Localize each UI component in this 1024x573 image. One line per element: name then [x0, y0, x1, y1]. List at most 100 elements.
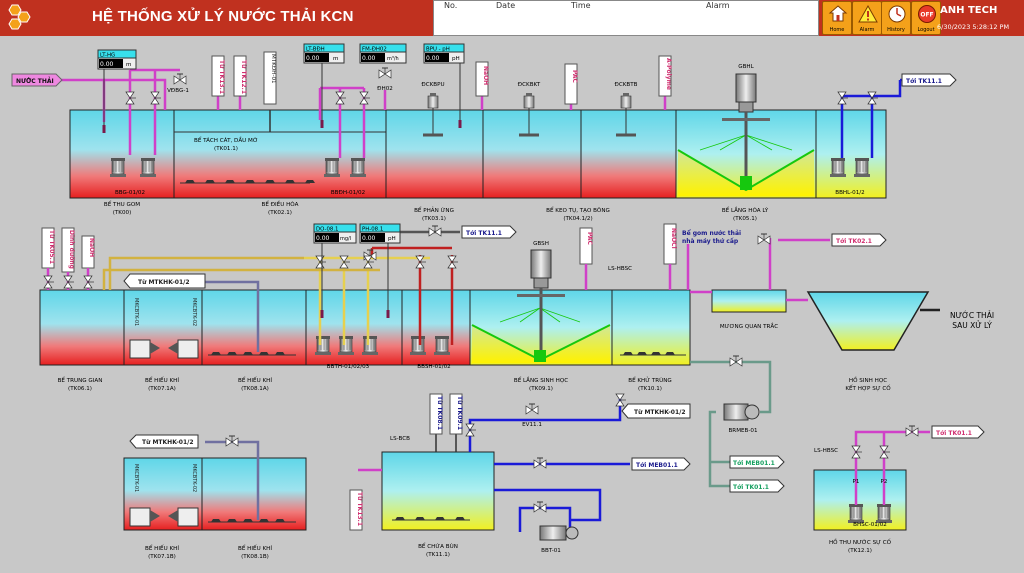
svg-text:BHSC-01/02: BHSC-01/02 — [853, 522, 887, 528]
link-to-meb01-1b[interactable]: Tới MEB01.1 — [729, 455, 785, 469]
svg-text:BRMEB-01: BRMEB-01 — [728, 428, 757, 434]
label-tk03-name: BỂ PHẢN ỨNG — [414, 206, 454, 214]
svg-text:LT-HG: LT-HG — [100, 53, 115, 59]
home-icon — [828, 5, 848, 22]
tag-mtkdh[interactable]: MTKĐH-01 — [263, 51, 277, 105]
svg-text:Từ MTKHK-01/2: Từ MTKHK-01/2 — [634, 409, 686, 416]
chem-tag-polyme[interactable]: A-Polyme — [658, 55, 672, 97]
valve-dh02 — [378, 67, 392, 79]
company-logo — [8, 4, 31, 30]
pond-ho-sinh-hoc[interactable] — [806, 291, 930, 351]
tank-muong-quan-trac[interactable] — [711, 289, 787, 313]
svg-text:Tới TK11.1: Tới TK11.1 — [906, 78, 942, 85]
tank-tk08-1b[interactable] — [201, 457, 307, 531]
tank-tk04-2[interactable] — [580, 109, 677, 199]
chem-tag-tk08-in[interactable]: Từ TK08.1 — [429, 393, 443, 435]
svg-text:Từ MTKHK-01/2: Từ MTKHK-01/2 — [138, 279, 190, 286]
svg-text:SAU XỬ LÝ: SAU XỬ LÝ — [952, 321, 992, 330]
blower-brmeb-01[interactable] — [723, 403, 760, 421]
chem-tag-naoh-1[interactable]: NaOH — [475, 61, 489, 97]
svg-text:Từ TK05.1: Từ TK05.1 — [48, 230, 55, 264]
svg-text:P1: P1 — [853, 479, 860, 485]
svg-text:(TK05.1): (TK05.1) — [733, 216, 757, 222]
link-to-tk02-1[interactable]: Tới TK02.1 — [831, 233, 887, 247]
tank-tk06-1[interactable] — [39, 289, 125, 366]
tank-tk03-1[interactable] — [385, 109, 484, 199]
tank-tk10-1[interactable] — [611, 289, 691, 366]
chem-tag-pac-1[interactable]: PAC — [564, 63, 578, 105]
link-from-mtkhk-3[interactable]: Từ MTKHK-01/2 — [621, 403, 691, 419]
svg-text:NaOCl: NaOCl — [670, 228, 677, 249]
svg-text:0.00: 0.00 — [316, 235, 330, 242]
link-to-meb01-1a[interactable]: Tới MEB01.1 — [631, 457, 691, 471]
svg-text:Từ TK13.1: Từ TK13.1 — [356, 492, 363, 526]
label-tk08b-name: BỂ HIẾU KHÍ — [238, 544, 272, 552]
svg-text:BBHL-01/2: BBHL-01/2 — [835, 190, 864, 196]
label-tk07a-name: BỂ HIẾU KHÍ — [145, 376, 179, 384]
svg-text:0.00: 0.00 — [306, 55, 320, 62]
home-button[interactable]: Home — [822, 1, 852, 35]
svg-text:Từ TK12.1: Từ TK12.1 — [240, 60, 247, 94]
svg-text:(TK07.1B): (TK07.1B) — [148, 554, 176, 560]
link-from-mtkhk-1[interactable]: Từ MTKHK-01/2 — [123, 273, 206, 289]
svg-text:0.00: 0.00 — [100, 61, 114, 68]
tank-tk04-1[interactable] — [482, 109, 582, 199]
svg-text:Tới TK02.1: Tới TK02.1 — [836, 238, 872, 245]
svg-text:MKCBTK-02: MKCBTK-02 — [191, 464, 197, 492]
svg-text:ĐCKBTB: ĐCKBTB — [614, 82, 637, 88]
svg-text:0.00: 0.00 — [362, 235, 376, 242]
chem-tag-tk05[interactable]: Từ TK05.1 — [41, 227, 55, 269]
svg-text:MTKĐH-01: MTKĐH-01 — [270, 54, 276, 84]
mixer-dckbkt[interactable] — [519, 92, 539, 137]
svg-text:(TK03.1): (TK03.1) — [422, 216, 446, 222]
output-nuoc-thai: NƯỚC THẢI SAU XỬ LÝ — [950, 311, 994, 330]
history-button[interactable]: History — [881, 1, 911, 35]
tank-tk00[interactable] — [69, 109, 175, 199]
chem-tag-tk13-out[interactable]: Từ TK13.1 — [349, 489, 363, 531]
chem-tag-pac-2[interactable]: PAC — [579, 227, 593, 265]
svg-text:(TK01.1): (TK01.1) — [214, 146, 238, 152]
link-to-tk01-1b[interactable]: Tới TK01.1 — [931, 425, 985, 439]
chem-tag-tk13[interactable]: Từ TK13.1 — [211, 55, 225, 97]
chem-tag-dinh-duong[interactable]: Dinh dưỡng — [61, 227, 75, 273]
blower-tk07a[interactable] — [129, 339, 199, 359]
svg-text:ĐCKBPU: ĐCKBPU — [421, 82, 444, 88]
pump-bbt-01[interactable] — [539, 525, 579, 541]
svg-text:FM-ĐH02: FM-ĐH02 — [362, 47, 387, 53]
link-to-tk01-1a[interactable]: Tới TK01.1 — [729, 479, 785, 493]
alarm-table[interactable]: No. Date Time Alarm — [433, 0, 819, 36]
chem-tag-tk09-in[interactable]: Từ TK09.1 — [449, 393, 463, 435]
svg-text:Tới MEB01.1: Tới MEB01.1 — [733, 460, 775, 467]
input-nuoc-thai[interactable]: NƯỚC THẢI — [11, 73, 63, 87]
svg-text:Tới TK11.1: Tới TK11.1 — [466, 230, 502, 237]
logout-icon: OFF — [918, 5, 936, 23]
label-tk11-name: BỂ CHỨA BÙN — [418, 542, 458, 550]
svg-text:(TK02.1): (TK02.1) — [268, 210, 292, 216]
tank-bbhl[interactable] — [815, 109, 887, 199]
label-tk02-name: BỂ ĐIỀU HÒA — [262, 200, 299, 208]
label-tk07b-name: BỂ HIẾU KHÍ — [145, 544, 179, 552]
motor-gbsh[interactable] — [517, 249, 565, 350]
link-to-tk11-1b[interactable]: Tới TK11.1 — [461, 225, 517, 239]
link-from-mtkhk-2[interactable]: Từ MTKHK-01/2 — [129, 434, 199, 449]
alarm-button[interactable]: Alarm — [852, 1, 882, 35]
motor-gbhl[interactable] — [722, 73, 770, 176]
chem-tag-naoh-2[interactable]: NaOH — [81, 235, 95, 269]
svg-text:BBT-01: BBT-01 — [541, 548, 561, 554]
mixer-dckbpu[interactable] — [423, 92, 443, 137]
label-tk04-name: BỂ KEO TỤ, TẠO BÔNG — [546, 206, 610, 214]
label-muong-quan-trac: MƯƠNG QUAN TRẮC — [720, 322, 778, 330]
tank-tk01-1[interactable] — [173, 109, 387, 199]
link-to-tk11-1a[interactable]: Tới TK11.1 — [901, 73, 957, 87]
chem-tag-tk12[interactable]: Từ TK12.1 — [233, 55, 247, 97]
mixer-dckbtb[interactable] — [616, 92, 636, 137]
label-tk08a-name: BỂ HIẾU KHÍ — [238, 376, 272, 384]
logout-button[interactable]: OFF Logout — [911, 1, 941, 35]
chem-tag-naocl[interactable]: NaOCl — [663, 223, 677, 265]
